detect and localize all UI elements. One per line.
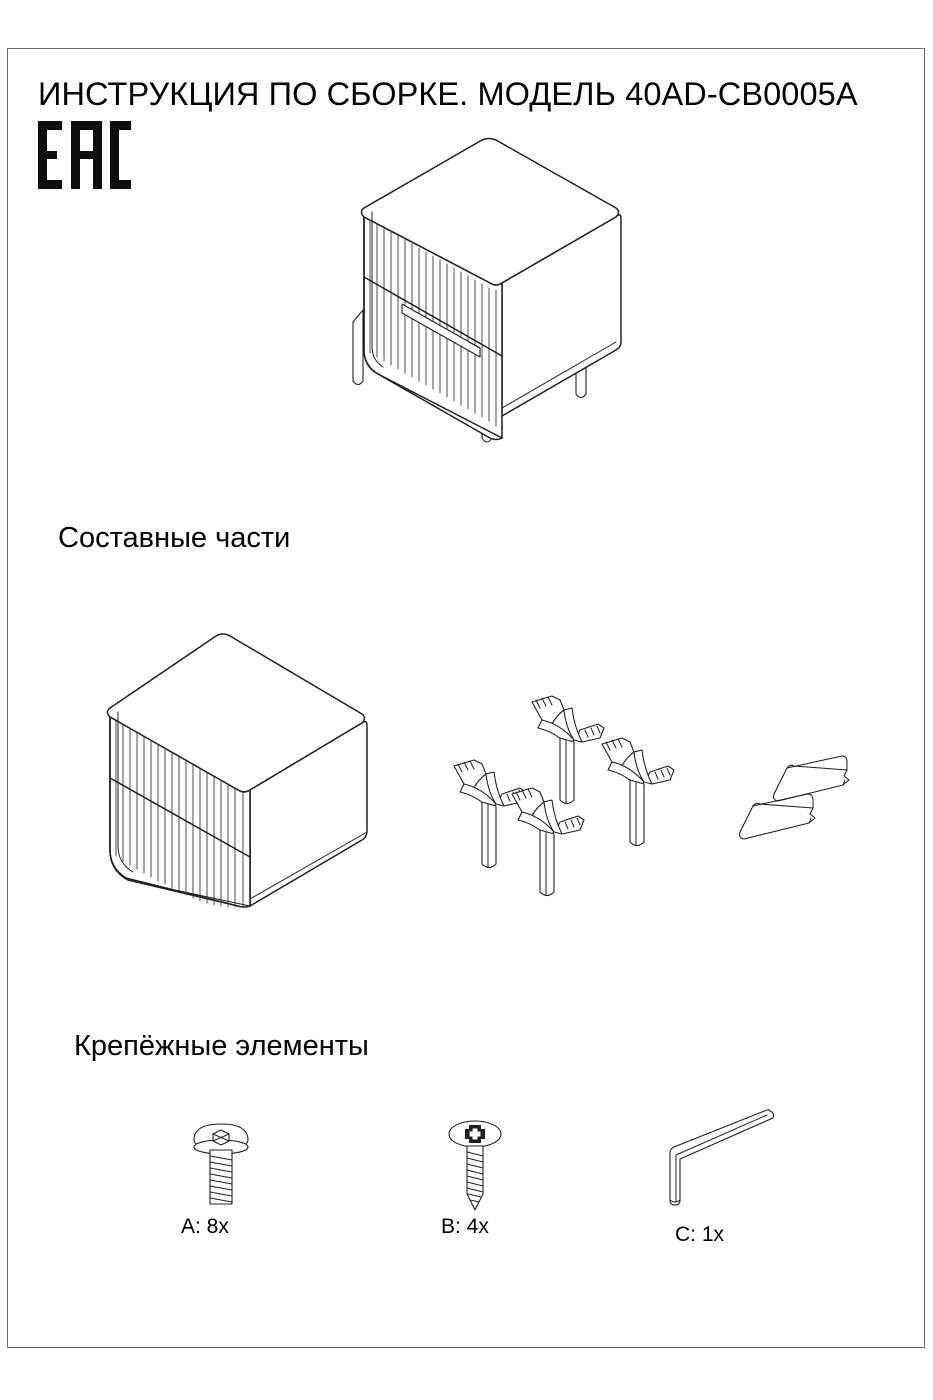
fastener-label-a: A: 8x [181, 1215, 229, 1238]
handle-profile [772, 755, 850, 802]
fastener-label-b: B: 4x [441, 1215, 489, 1238]
leg-bracket [531, 695, 605, 805]
allen-key-icon [648, 1103, 782, 1215]
drawer-handle [401, 303, 481, 358]
page-title: ИНСТРУКЦИЯ ПО СБОРКЕ. МОДЕЛЬ 40AD-CB0005… [38, 76, 858, 112]
handle-profile [738, 793, 816, 840]
handle-profile-parts [738, 755, 886, 854]
page-border-frame [7, 48, 925, 1348]
parts-section-heading: Составные части [58, 522, 291, 554]
cabinet-body-part [88, 618, 388, 938]
assembled-nightstand-illustration [330, 137, 660, 453]
phillips-pan-head-screw-icon [434, 1108, 516, 1220]
fasteners-section-heading: Крепёжные элементы [74, 1030, 369, 1062]
leg-bracket-parts [448, 688, 694, 897]
fastener-label-c: C: 1x [675, 1223, 725, 1246]
fluted-front-texture [115, 720, 244, 908]
leg-bracket [601, 737, 675, 847]
eac-certification-mark [36, 121, 131, 189]
leg-bracket [453, 759, 527, 869]
hex-socket-button-bolt-icon [180, 1108, 262, 1220]
